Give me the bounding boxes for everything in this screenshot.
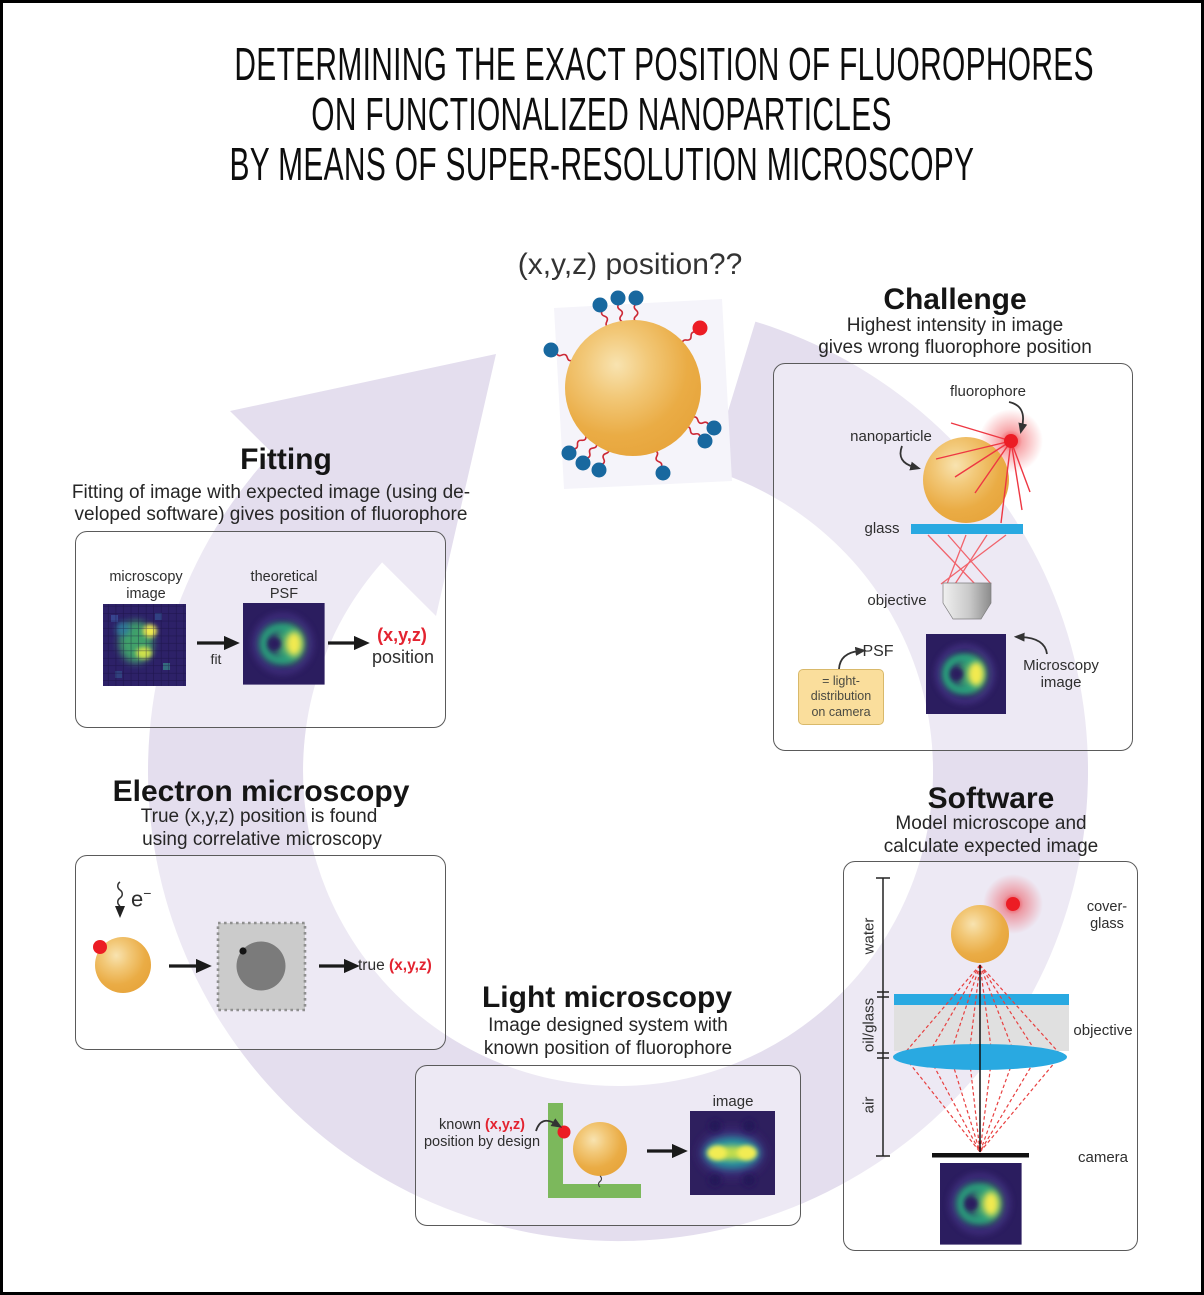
electron-subtitle-2: using correlative microscopy	[142, 829, 382, 850]
nanoparticle-sphere	[565, 320, 701, 456]
software-title: Software	[927, 782, 1055, 815]
fluorophore-label: fluorophore	[950, 383, 1026, 400]
fitting-subtitle-1: Fitting of image with expected image (us…	[71, 482, 471, 503]
title-line-3: BY MEANS OF SUPER-RESOLUTION MICROSCOPY	[229, 138, 975, 190]
fluorophore-dot	[692, 320, 708, 336]
challenge-subtitle-1: Highest intensity in image	[846, 315, 1064, 336]
psf-label: PSF	[862, 643, 894, 660]
water-label: water	[860, 917, 878, 955]
software-subtitle-1: Model microscope and	[895, 813, 1087, 834]
light-title: Light microscopy	[481, 981, 733, 1014]
light-subtitle-1: Image designed system with	[488, 1015, 728, 1036]
fitting-subtitle-2: veloped software) gives position of fluo…	[74, 504, 468, 525]
central-question: (x,y,z) position??	[517, 248, 743, 281]
challenge-title: Challenge	[883, 283, 1027, 316]
objective-label: objective	[867, 592, 927, 609]
nanoparticle-backdrop	[554, 299, 732, 489]
nanoparticle-label: nanoparticle	[850, 428, 932, 445]
fitting-xyz: (x,y,z)	[377, 625, 427, 645]
light-subtitle-2: known position of fluorophore	[483, 1038, 733, 1059]
known-position-label: known (x,y,z) position by design	[423, 1117, 541, 1150]
oil-glass-label: oil/glass	[860, 997, 878, 1053]
electron-symbol: e−	[131, 885, 152, 912]
title-line-2: ON FUNCTIONALIZED NANOPARTICLES	[311, 88, 893, 140]
true-xyz-label: true (x,y,z)	[358, 957, 432, 974]
electron-title: Electron microscopy	[112, 775, 410, 808]
software-subtitle-2: calculate expected image	[883, 836, 1099, 857]
camera-label: camera	[1077, 1149, 1129, 1166]
software-objective-label: objective	[1073, 1022, 1133, 1039]
page-title: DETERMINING THE EXACT POSITION OF FLUORO…	[3, 39, 1201, 189]
challenge-subtitle-2: gives wrong fluorophore position	[818, 337, 1092, 358]
electron-subtitle-1: True (x,y,z) position is found	[140, 806, 378, 827]
fit-label: fit	[210, 651, 222, 667]
cover-glass-label: cover-glass	[1086, 899, 1128, 932]
title-line-1: DETERMINING THE EXACT POSITION OF FLUORO…	[234, 38, 1094, 90]
psf-note-box: = light- distribution on camera	[798, 669, 884, 725]
nanoparticle-illustration	[543, 290, 722, 481]
ligand-dots	[543, 290, 722, 481]
air-label: air	[860, 1096, 878, 1114]
fitting-title: Fitting	[240, 443, 332, 476]
glass-label: glass	[864, 520, 900, 537]
fitting-position: position	[371, 647, 435, 667]
image-label: image	[712, 1093, 754, 1110]
